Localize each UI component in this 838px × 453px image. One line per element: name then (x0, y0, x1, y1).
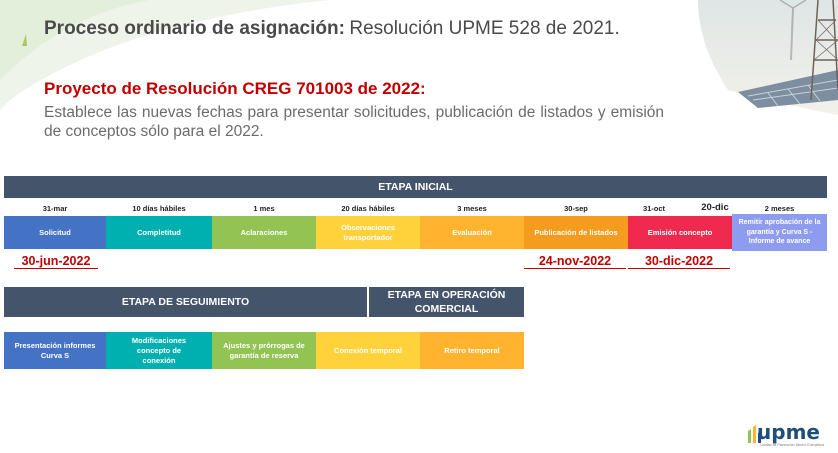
step-remitir: Remitir aprobación de la garantía y Curv… (732, 214, 827, 251)
subtitle: Proyecto de Resolución CREG 701003 de 20… (44, 79, 426, 98)
header-20-dic: 20-dic (701, 202, 729, 213)
upme-logo-icon (748, 425, 761, 443)
upme-logo-tagline: Unidad de Planeación Minero Energética (760, 443, 824, 447)
step-ajustes-prorrogas: Ajustes y prórrogas de garantía de reser… (212, 332, 316, 369)
header-10-dias: 10 días hábiles (132, 204, 186, 213)
step-aclaraciones: Aclaraciones (212, 216, 316, 249)
header-30-sep: 30-sep (564, 204, 588, 213)
header-31-oct: 31-oct (642, 204, 666, 213)
new-date-solicitud: 30-jun-2022 (14, 254, 98, 269)
header-1-mes: 1 mes (253, 204, 275, 213)
etapa-inicial-band: ETAPA INICIAL (4, 176, 827, 198)
step-retiro-temporal: Retiro temporal (420, 332, 524, 369)
step-completitud: Completitud (106, 216, 212, 249)
step-informes-curva-s: Presentación informes Curva S (4, 332, 106, 369)
description-text: Establece las nuevas fechas para present… (44, 104, 664, 140)
upme-logo-text: upme (757, 420, 820, 444)
header-20-dias: 20 días hábiles (341, 204, 395, 213)
etapa-operacion-band: ETAPA EN OPERACIÓN COMERCIAL (369, 287, 524, 317)
step-emision: Emisión concepto (628, 216, 732, 249)
step-observaciones: Observaciones transportador (316, 216, 420, 249)
solar-wind-background-image (698, 0, 838, 115)
header-2-meses: 2 meses (764, 204, 795, 213)
step-publicacion: Publicación de listados (524, 216, 628, 249)
etapa-seguimiento-band: ETAPA DE SEGUIMIENTO (4, 287, 367, 317)
header-3-meses: 3 meses (457, 204, 487, 213)
step-evaluacion: Evaluación (420, 216, 524, 249)
step-modificaciones: Modificaciones concepto de conexión (106, 332, 212, 369)
title-regular: Resolución UPME 528 de 2021. (349, 18, 620, 39)
step-conexion-temporal: Conexión temporal (316, 332, 420, 369)
new-date-emision: 30-dic-2022 (628, 254, 730, 269)
header-31-mar: 31-mar (42, 204, 68, 213)
page-title: Proceso ordinario de asignación: Resoluc… (44, 18, 620, 40)
title-bold: Proceso ordinario de asignación: (44, 18, 345, 39)
step-solicitud: Solicitud (4, 216, 106, 249)
new-date-publicacion: 24-nov-2022 (524, 254, 626, 269)
decorative-wave-top-left (0, 0, 330, 110)
